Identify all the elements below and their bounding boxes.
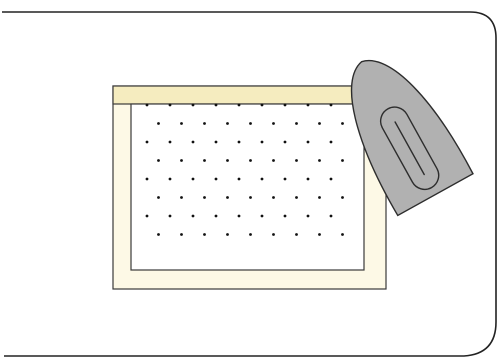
fabric-dot bbox=[226, 233, 229, 236]
fabric-dot bbox=[306, 103, 310, 107]
fabric-dot bbox=[203, 122, 206, 125]
fabric-dot bbox=[306, 177, 310, 181]
fabric-dot bbox=[295, 196, 298, 199]
fabric-dot bbox=[329, 140, 333, 144]
fabric-dot bbox=[214, 214, 218, 218]
fabric-dot bbox=[341, 122, 344, 125]
fabric-dot bbox=[295, 233, 298, 236]
fabric-dot bbox=[191, 177, 195, 181]
fabric-dot bbox=[145, 103, 149, 107]
fabric-dot bbox=[203, 196, 206, 199]
fabric-dot bbox=[249, 122, 252, 125]
fabric-dot bbox=[318, 233, 321, 236]
fabric-dot bbox=[341, 159, 344, 162]
fabric-dot bbox=[157, 233, 160, 236]
fabric-dot bbox=[295, 159, 298, 162]
frame-top-band bbox=[112, 85, 387, 105]
fabric-dot bbox=[272, 159, 275, 162]
iron-handle-slot bbox=[394, 121, 425, 176]
fabric-dot bbox=[191, 214, 195, 218]
fabric-dot bbox=[249, 196, 252, 199]
fabric-dot bbox=[214, 103, 218, 107]
fabric-dot bbox=[145, 214, 149, 218]
fabric-dots bbox=[145, 103, 344, 236]
fabric-dot bbox=[226, 196, 229, 199]
fabric-dot bbox=[168, 103, 172, 107]
fabric-dot bbox=[168, 177, 172, 181]
fabric-dot bbox=[260, 177, 264, 181]
fabric-dot bbox=[283, 140, 287, 144]
fabric-dot bbox=[249, 233, 252, 236]
fabric-dot bbox=[180, 159, 183, 162]
fabric-dot bbox=[157, 196, 160, 199]
fabric-dot bbox=[272, 196, 275, 199]
fabric-dot bbox=[249, 159, 252, 162]
fabric-dot bbox=[283, 177, 287, 181]
fabric-dot bbox=[306, 140, 310, 144]
fabric-dot bbox=[180, 122, 183, 125]
fabric-dot bbox=[341, 233, 344, 236]
fabric-dot bbox=[226, 122, 229, 125]
fabric-dot bbox=[260, 214, 264, 218]
fabric-frame bbox=[112, 85, 387, 290]
fabric-dot bbox=[341, 196, 344, 199]
fabric-dot bbox=[145, 140, 149, 144]
fabric-dot bbox=[191, 140, 195, 144]
fabric-dot bbox=[168, 140, 172, 144]
fabric-dot bbox=[295, 122, 298, 125]
fabric-dot bbox=[260, 103, 264, 107]
fabric-dot bbox=[272, 233, 275, 236]
panel-border bbox=[2, 11, 497, 357]
fabric-dot bbox=[203, 233, 206, 236]
fabric-dot bbox=[260, 140, 264, 144]
fabric-dot bbox=[237, 140, 241, 144]
fabric-dot bbox=[283, 214, 287, 218]
fabric-dot bbox=[318, 159, 321, 162]
fabric-dot bbox=[180, 196, 183, 199]
fabric-dot bbox=[157, 159, 160, 162]
fabric-dot bbox=[214, 140, 218, 144]
iron-icon bbox=[350, 59, 474, 217]
fabric-dot bbox=[168, 214, 172, 218]
fabric-dot bbox=[237, 103, 241, 107]
fabric-dot bbox=[203, 159, 206, 162]
fabric-dot bbox=[318, 196, 321, 199]
fabric-dot bbox=[145, 177, 149, 181]
fabric-dot bbox=[214, 177, 218, 181]
fabric-dot bbox=[157, 122, 160, 125]
fabric-dot bbox=[306, 214, 310, 218]
fabric-dot bbox=[318, 122, 321, 125]
fabric-dot bbox=[329, 214, 333, 218]
fabric-dot bbox=[329, 103, 333, 107]
fabric-dot bbox=[283, 103, 287, 107]
fabric-dot bbox=[180, 233, 183, 236]
fabric-dot bbox=[329, 177, 333, 181]
fabric-dot bbox=[226, 159, 229, 162]
fabric-dot bbox=[272, 122, 275, 125]
fabric-dot bbox=[237, 177, 241, 181]
fabric-dot bbox=[191, 103, 195, 107]
fabric-dot bbox=[237, 214, 241, 218]
frame-inner-fabric bbox=[130, 103, 365, 271]
